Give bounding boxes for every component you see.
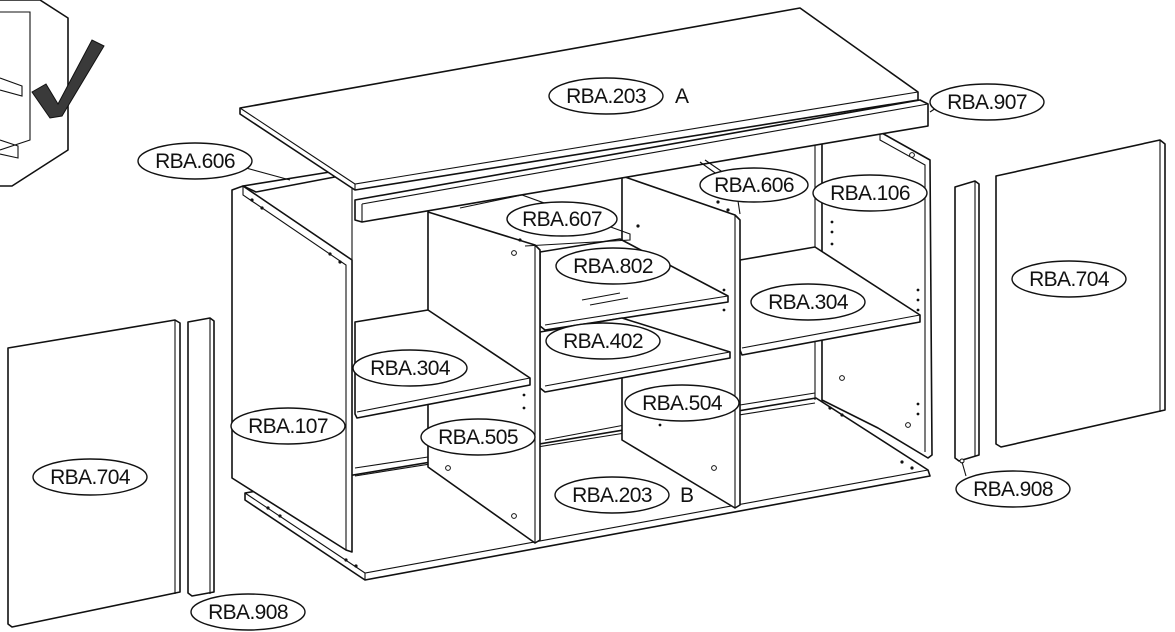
label-right-door: RBA.704	[1011, 260, 1127, 298]
svg-text:RBA.607: RBA.607	[522, 208, 602, 231]
label-bottom-panel: RBA.203 B	[554, 476, 694, 514]
svg-text:RBA.504: RBA.504	[642, 392, 723, 415]
hardware-dots	[250, 152, 965, 568]
svg-text:RBA.606: RBA.606	[155, 150, 235, 173]
label-middle-shelf: RBA.402	[545, 322, 661, 360]
svg-text:RBA.606: RBA.606	[714, 174, 794, 197]
label-left-top-rail: RBA.606	[137, 142, 291, 181]
callout-labels: RBA.203 A RBA.907 RBA.606 RBA.606 RBA.10…	[32, 77, 1127, 631]
checkmark-icon	[31, 39, 105, 119]
svg-text:RBA.203: RBA.203	[566, 85, 646, 108]
label-top-panel: RBA.203 A	[548, 77, 689, 115]
left-top-rail	[242, 171, 341, 193]
svg-text:A: A	[675, 85, 689, 108]
right-door-group	[954, 139, 1166, 462]
svg-text:RBA.704: RBA.704	[50, 466, 131, 489]
top-front-strip	[354, 99, 929, 223]
label-top-front-strip: RBA.907	[929, 83, 1045, 121]
label-left-side-panel: RBA.107	[230, 407, 346, 445]
svg-text:RBA.402: RBA.402	[563, 330, 643, 353]
label-glass-shelf: RBA.802	[555, 247, 671, 285]
svg-text:RBA.106: RBA.106	[830, 182, 910, 205]
svg-text:RBA.107: RBA.107	[248, 415, 328, 438]
label-right-divider: RBA.504	[624, 384, 740, 422]
svg-text:B: B	[680, 484, 694, 507]
svg-text:RBA.304: RBA.304	[370, 357, 451, 380]
svg-text:RBA.505: RBA.505	[438, 426, 518, 449]
label-left-shelf: RBA.304	[352, 349, 468, 387]
label-right-top-rail: RBA.606	[699, 167, 809, 203]
label-left-divider: RBA.505	[420, 418, 536, 456]
svg-text:RBA.704: RBA.704	[1029, 268, 1110, 291]
label-right-door-strip: RBA.908	[955, 461, 1071, 508]
svg-text:RBA.304: RBA.304	[768, 291, 849, 314]
svg-text:RBA.907: RBA.907	[947, 91, 1027, 114]
label-inner-rail: RBA.607	[506, 201, 618, 237]
label-left-door-strip: RBA.908	[190, 593, 306, 631]
label-right-side-panel: RBA.106	[812, 174, 928, 212]
checkmark-inset	[0, 0, 105, 187]
svg-text:RBA.908: RBA.908	[208, 601, 288, 624]
svg-text:RBA.908: RBA.908	[973, 478, 1053, 501]
svg-text:RBA.802: RBA.802	[573, 255, 653, 278]
label-left-door: RBA.704	[32, 458, 148, 496]
svg-text:RBA.203: RBA.203	[572, 484, 652, 507]
label-right-shelf: RBA.304	[750, 283, 866, 321]
